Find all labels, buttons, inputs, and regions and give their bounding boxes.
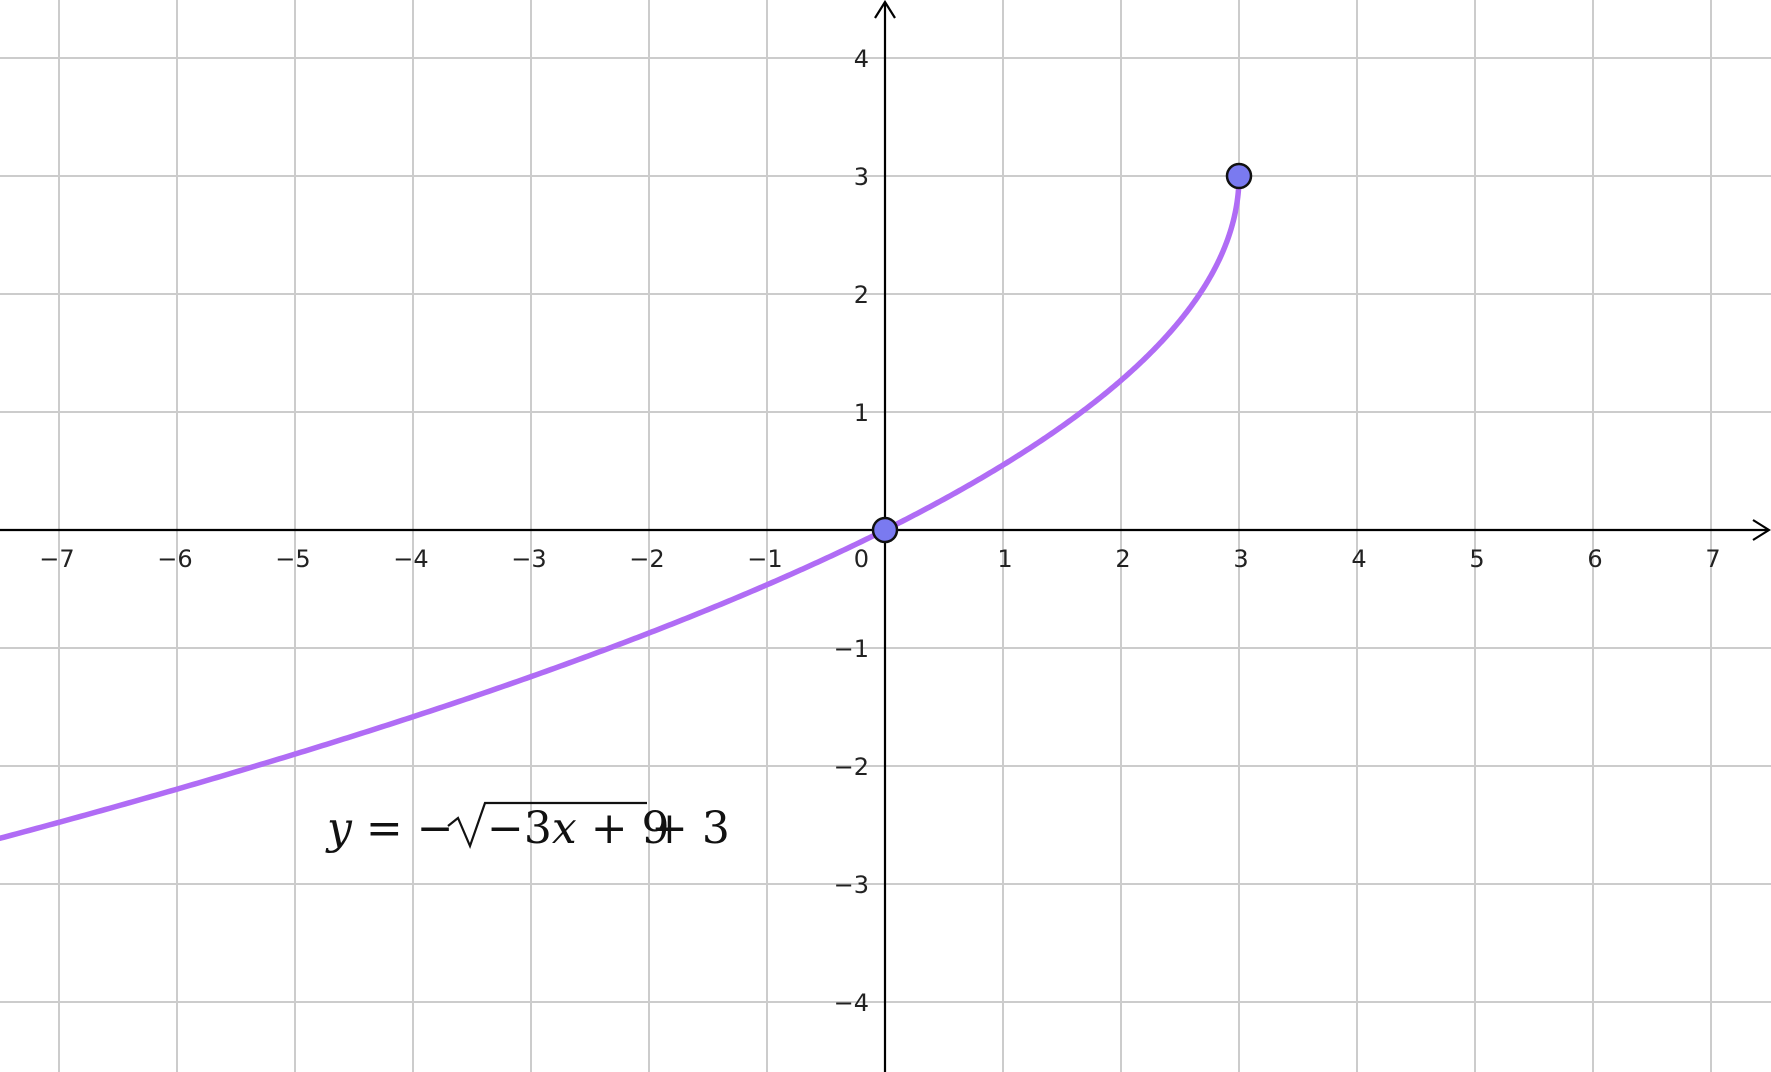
plotted-point	[1225, 162, 1253, 190]
formula-y: y	[325, 803, 353, 854]
x-tick-label: 7	[1705, 545, 1720, 573]
formula-equals-minus: = −	[352, 803, 454, 854]
y-tick-label: −1	[834, 635, 869, 663]
x-tick-label: 3	[1233, 545, 1248, 573]
formula-plus-nine: + 9	[577, 803, 670, 854]
x-tick-label: −2	[629, 545, 664, 573]
y-tick-label: 3	[854, 163, 869, 191]
formula-text: y = −	[325, 803, 454, 854]
x-tick-label: −3	[511, 545, 546, 573]
x-tick-label: 6	[1587, 545, 1602, 573]
x-axis-arrow-icon	[1752, 519, 1771, 541]
x-tick-label: 4	[1351, 545, 1366, 573]
x-tick-label: −4	[393, 545, 428, 573]
x-tick-label: 1	[997, 545, 1012, 573]
vertical-grid-lines	[58, 0, 1712, 1072]
x-tick-label: −7	[39, 545, 74, 573]
function-curve	[0, 173, 1242, 842]
x-tick-label: −1	[747, 545, 782, 573]
y-tick-label: −3	[834, 871, 869, 899]
y-tick-labels: −4 −3 −2 −1 1 2 3 4	[834, 45, 869, 1017]
sqrt-sign-icon	[447, 801, 647, 850]
formula-radicand: −3x + 9	[487, 803, 670, 854]
x-tick-labels: −7 −6 −5 −4 −3 −2 −1 1 2 3 4 5 6 7	[39, 545, 1720, 573]
formula-x: x	[552, 803, 577, 854]
y-tick-label: −4	[834, 989, 869, 1017]
formula-annotation: y = − −3x + 9 + 3	[325, 801, 730, 854]
y-tick-label: 4	[854, 45, 869, 73]
x-tick-label: −5	[275, 545, 310, 573]
origin-label: 0	[854, 545, 869, 573]
y-tick-label: −2	[834, 753, 869, 781]
formula-plus-three: + 3	[651, 803, 730, 854]
formula-minus-three: −3	[487, 803, 552, 854]
x-tick-label: 2	[1115, 545, 1130, 573]
y-tick-label: 2	[854, 281, 869, 309]
plotted-points	[871, 162, 1253, 544]
x-tick-label: 5	[1469, 545, 1484, 573]
y-tick-label: 1	[854, 399, 869, 427]
y-axis-arrow-icon	[874, 0, 896, 19]
plotted-point	[871, 516, 899, 544]
x-tick-label: −6	[157, 545, 192, 573]
